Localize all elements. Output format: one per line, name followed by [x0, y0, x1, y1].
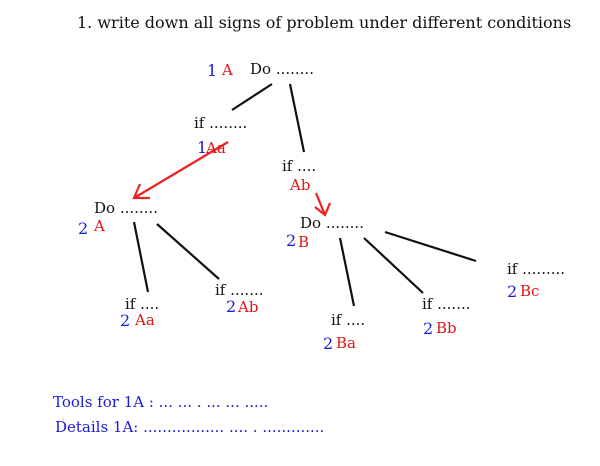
node-number: 2	[507, 282, 518, 301]
node-code: Bc	[520, 282, 540, 300]
node-if-2aa-label: if ....	[125, 295, 160, 313]
node-root-label: Do ........	[250, 60, 314, 78]
red-arrow-to-do-a	[132, 141, 229, 200]
node-number: 2	[286, 231, 297, 250]
tools-note: Tools for 1A : ... ... . ... ... .....	[53, 393, 269, 411]
node-code: Ba	[336, 334, 356, 352]
node-number: 2	[226, 297, 237, 316]
red-arrow-to-do-b	[314, 192, 332, 217]
node-if-ab-label: if ....	[282, 157, 317, 175]
node-number: 1	[197, 138, 208, 157]
page-title: 1. write down all signs of problem under…	[77, 13, 572, 32]
node-do-b-label: Do ........	[300, 214, 364, 232]
node-if-2bb-label: if .......	[422, 295, 471, 313]
node-if-2bc-label: if .........	[507, 260, 566, 278]
node-number: 2	[78, 219, 89, 238]
details-note: Details 1A: ................. .... . ...…	[55, 418, 325, 436]
node-code: A	[94, 217, 105, 235]
edge-do-b-to-if-2bb	[363, 237, 424, 294]
node-code: B	[298, 233, 310, 251]
node-number: 2	[120, 311, 131, 330]
edge-do-b-to-if-2bc	[384, 230, 477, 263]
node-code: Ab	[290, 176, 311, 194]
node-do-a-label: Do ........	[94, 199, 158, 217]
node-code: Ab	[238, 298, 259, 316]
edge-do-b-to-if-2ba	[338, 237, 356, 307]
node-number: 2	[323, 334, 334, 353]
edge-root-to-if-1aa	[231, 83, 273, 111]
edge-do-a-to-if-2aa	[132, 221, 150, 293]
node-if-1aa-label: if ........	[194, 114, 248, 132]
node-if-2ba-label: if ....	[331, 311, 366, 329]
node-code: Bb	[436, 319, 457, 337]
node-code: Aa	[206, 139, 226, 157]
node-code: Aa	[135, 311, 155, 329]
node-number: 1	[207, 61, 218, 80]
node-if-2ab-label: if .......	[215, 281, 264, 299]
node-number: 2	[423, 319, 434, 338]
edge-do-a-to-if-2ab	[156, 223, 220, 280]
edge-root-to-if-ab	[288, 83, 306, 153]
node-code: A	[222, 61, 233, 79]
